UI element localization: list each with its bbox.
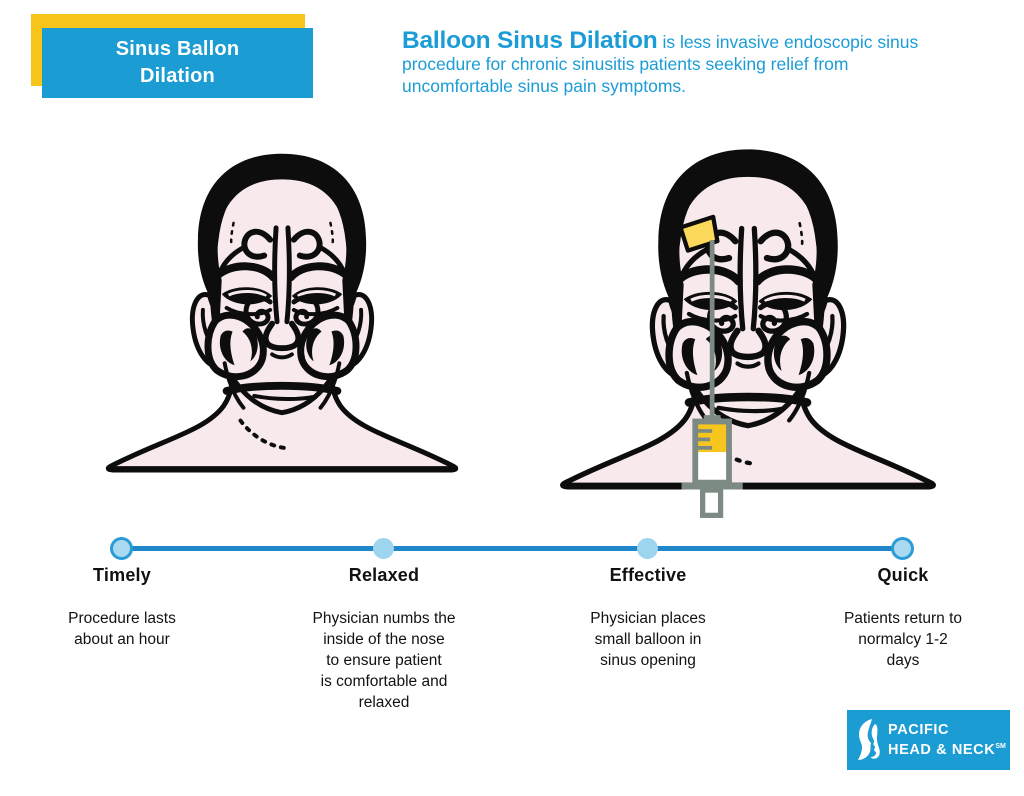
timeline-dot-timely (110, 537, 133, 560)
logo-line2: HEAD & NECKSM (888, 741, 1006, 758)
face-profile-icon (858, 719, 880, 760)
milestone-description: Physician numbs the inside of the nose t… (312, 610, 456, 711)
timeline-dot-quick (891, 537, 914, 560)
balloon-icon (678, 214, 720, 253)
syringe-icon (681, 415, 743, 518)
header-rest: is less invasive endoscopic sinus proced… (402, 32, 919, 96)
pacific-head-neck-logo: PACIFIC HEAD & NECKSM (847, 710, 1010, 770)
badge-title: Sinus Ballon Dilation (115, 38, 240, 87)
milestone-description: Patients return to normalcy 1-2 days (843, 610, 963, 669)
timeline-line (122, 546, 904, 551)
sinus-head-illustration (104, 128, 460, 474)
milestone-title: Relaxed (348, 565, 420, 585)
milestone-timely: Timely Procedure lasts about an hour (42, 565, 202, 650)
milestone-title: Effective (609, 565, 687, 585)
milestone-description: Physician places small balloon in sinus … (590, 610, 706, 669)
milestone-title: Timely (93, 565, 151, 585)
balloon-catheter-head-illustration (558, 122, 938, 518)
title-badge: Sinus Ballon Dilation (42, 28, 313, 98)
logo-text: PACIFIC HEAD & NECKSM (888, 722, 1006, 758)
logo-line1: PACIFIC (888, 722, 950, 739)
timeline-dot-effective (637, 538, 658, 559)
milestone-effective: Effective Physician places small balloon… (563, 565, 733, 671)
milestone-title: Quick (877, 565, 929, 585)
header-lead: Balloon Sinus Dilation (402, 27, 658, 54)
logo-sm-mark: SM (995, 742, 1006, 750)
header-paragraph: Balloon Sinus Dilation is less invasive … (402, 27, 924, 97)
milestone-quick: Quick Patients return to normalcy 1-2 da… (823, 565, 983, 671)
milestone-relaxed: Relaxed Physician numbs the inside of th… (299, 565, 469, 713)
timeline-dot-relaxed (373, 538, 394, 559)
milestone-description: Procedure lasts about an hour (68, 610, 176, 648)
